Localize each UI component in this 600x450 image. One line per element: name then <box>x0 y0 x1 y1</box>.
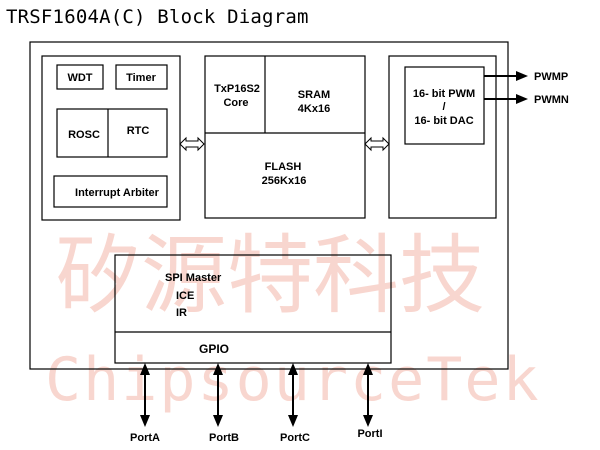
output-arrow-pwmn <box>484 94 528 104</box>
output-label-pwmn: PWMN <box>534 94 569 106</box>
peripheral-block <box>114 254 392 364</box>
dac-label: 16- bit DAC <box>414 115 473 127</box>
bus-arrow-left <box>179 136 205 152</box>
interrupt-arbiter-block <box>53 175 168 208</box>
flash-label-1: FLASH <box>265 161 302 173</box>
sram-label-2: 4Kx16 <box>298 103 330 115</box>
core-label-2: Core <box>223 97 248 109</box>
port-arrow-b <box>213 363 223 427</box>
output-arrow-pwmp <box>484 71 528 81</box>
diagram-title: TRSF1604A(C) Block Diagram <box>6 6 309 28</box>
system-group <box>41 55 181 221</box>
watermark: 矽源特科技 ChipsourceTek <box>45 226 541 415</box>
port-arrow-c <box>288 363 298 427</box>
ir-label: IR <box>176 307 187 319</box>
wdt-block <box>56 64 104 90</box>
port-label-c: PortC <box>280 432 310 444</box>
port-label-a: PortA <box>130 432 160 444</box>
watermark-chinese: 矽源特科技 <box>55 226 485 326</box>
core-memory-group <box>204 55 366 219</box>
analog-group <box>388 55 497 219</box>
output-label-pwmp: PWMP <box>534 71 568 83</box>
rosc-label: ROSC <box>68 129 100 141</box>
osc-rtc-block <box>56 108 168 158</box>
port-label-i: PortI <box>357 428 382 440</box>
pwm-label: 16- bit PWM <box>413 88 475 100</box>
interrupt-arbiter-label: Interrupt Arbiter <box>75 187 160 199</box>
chip-boundary <box>29 41 509 370</box>
wdt-label: WDT <box>67 72 92 84</box>
port-arrow-a <box>140 363 150 427</box>
port-arrow-i <box>363 363 373 427</box>
timer-label: Timer <box>126 72 156 84</box>
timer-block <box>115 64 168 90</box>
bus-arrow-right <box>364 136 390 152</box>
flash-label-2: 256Kx16 <box>262 175 307 187</box>
pwm-dac-slash: / <box>442 101 445 113</box>
pwm-dac-block <box>404 66 485 145</box>
port-label-b: PortB <box>209 432 239 444</box>
watermark-latin: ChipsourceTek <box>45 345 541 415</box>
sram-label-1: SRAM <box>298 89 330 101</box>
ice-label: ICE <box>176 290 194 302</box>
gpio-label: GPIO <box>199 342 229 356</box>
spi-master-label: SPI Master <box>165 272 222 284</box>
core-label-1: TxP16S2 <box>214 83 260 95</box>
rtc-label: RTC <box>127 125 150 137</box>
